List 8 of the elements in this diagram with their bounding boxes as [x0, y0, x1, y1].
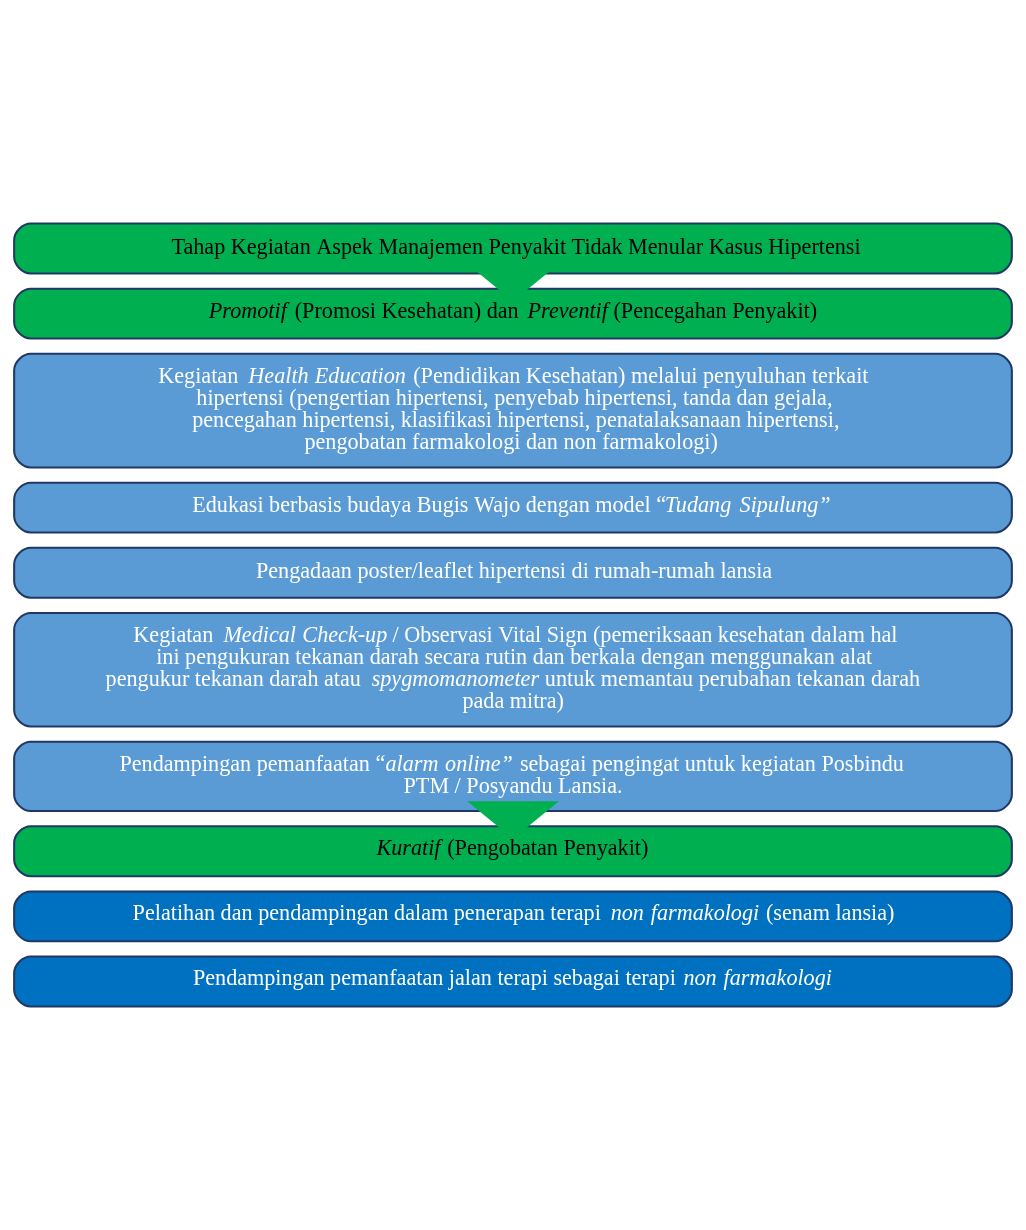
node-box: Pengadaan poster/leaflet hipertensi di rumah-rumah lansia: [13, 546, 1013, 599]
node-box: Kuratif (Pengobatan Penyakit): [13, 825, 1013, 878]
node-box: Pelatihan dan pendampingan dalam penerapan terapi non farmakologi (senam lansia): [13, 890, 1013, 943]
node-box: Promotif (Promosi Kesehatan) dan Preventif (Pencegahan Penyakit): [13, 287, 1013, 340]
node-box: Kegiatan Medical Check-up / Observasi Vital Sign (pemeriksaan kesehatan dalam hal ini pengukuran tekanan darah secara rutin dan berkala dengan menggunakan alat pengukur tekanan darah atau spygmomanometer untuk memantau perubahan tekanan darah pada mitra): [13, 611, 1013, 728]
node-box: Kegiatan Health Education (Pendidikan Kesehatan) melalui penyuluhan terkait hipertensi (pengertian hipertensi, penyebab hipertensi, tanda dan gejala, pencegahan hipertensi, klasifikasi hipertensi, penatalaksanaan hipertensi, pengobatan farmakologi dan non farmakologi): [13, 352, 1013, 469]
node-box: Edukasi berbasis budaya Bugis Wajo dengan model “Tudang Sipulung”: [13, 481, 1013, 534]
node-box: Pendampingan pemanfaatan jalan terapi sebagai terapi non farmakologi: [13, 955, 1013, 1008]
